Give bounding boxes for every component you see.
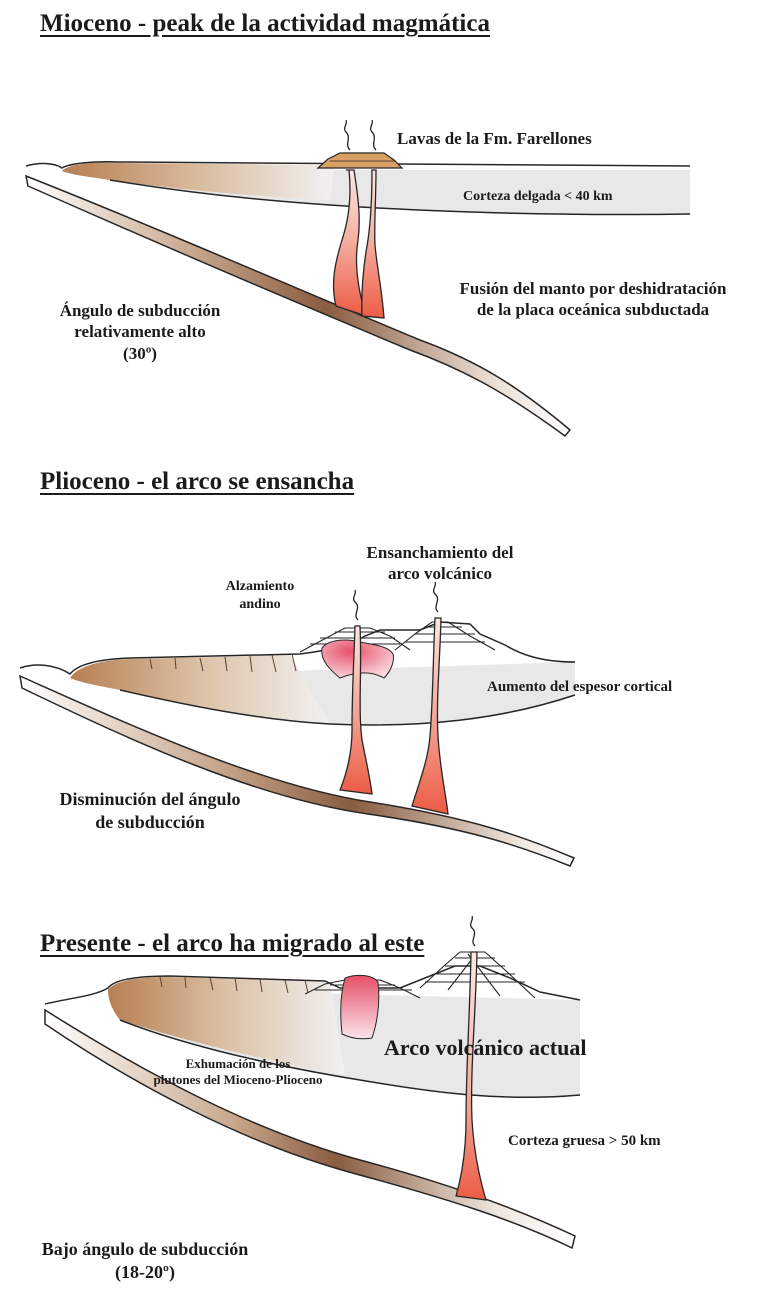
label-corteza-delgada: Corteza delgada < 40 km — [463, 188, 613, 206]
label-bajo-angulo: Bajo ángulo de subducción (18-20º) — [10, 1238, 280, 1283]
label-ensanchamiento-line-1: Ensanchamiento del — [330, 542, 550, 563]
crust-wedge — [62, 163, 335, 200]
smoke-wisp — [354, 590, 358, 620]
label-bajo-angulo-line-2: (18-20º) — [10, 1261, 280, 1284]
label-alzamiento-line-1: Alzamiento — [205, 578, 315, 596]
label-arco-actual: Arco volcánico actual — [384, 1034, 586, 1062]
exhumed-pluton — [341, 975, 379, 1038]
label-angulo-line-3: (30º) — [30, 343, 250, 364]
label-lavas: Lavas de la Fm. Farellones — [397, 128, 592, 149]
label-aumento-espesor: Aumento del espesor cortical — [487, 678, 672, 697]
volcano-east — [395, 622, 495, 650]
smoke-wisp — [371, 120, 376, 150]
panel-mioceno: Mioceno - peak de la actividad magmática — [0, 0, 778, 440]
label-alzamiento-line-2: andino — [205, 596, 315, 614]
label-disminucion-line-1: Disminución del ángulo — [20, 788, 280, 811]
label-ensanchamiento-line-2: arco volcánico — [330, 563, 550, 584]
lava-plateau — [318, 153, 402, 168]
label-fusion-line-2: de la placa oceánica subductada — [408, 299, 778, 320]
label-alzamiento: Alzamiento andino — [205, 578, 315, 613]
label-fusion-line-1: Fusión del manto por deshidratación — [408, 278, 778, 299]
section-diagram-mioceno — [0, 0, 778, 440]
smoke-wisp — [434, 582, 438, 612]
label-exhumacion-line-2: plutones del Mioceno-Plioceno — [98, 1072, 378, 1088]
label-exhumacion-line-1: Exhumación de los — [98, 1056, 378, 1072]
label-ensanchamiento: Ensanchamiento del arco volcánico — [330, 542, 550, 585]
crust-wedge — [70, 655, 330, 724]
label-corteza-gruesa: Corteza gruesa > 50 km — [508, 1132, 661, 1151]
label-angulo-alto: Ángulo de subducción relativamente alto … — [30, 300, 250, 364]
label-fusion: Fusión del manto por deshidratación de l… — [408, 278, 778, 321]
label-angulo-line-1: Ángulo de subducción — [30, 300, 250, 321]
label-disminucion-line-2: de subducción — [20, 811, 280, 834]
label-exhumacion: Exhumación de los plutones del Mioceno-P… — [98, 1056, 378, 1089]
panel-presente: Presente - el arco ha migrado al este — [0, 870, 778, 1296]
label-angulo-line-2: relativamente alto — [30, 321, 250, 342]
label-disminucion-angulo: Disminución del ángulo de subducción — [20, 788, 280, 833]
panel-plioceno: Plioceno - el arco se ensancha — [0, 440, 778, 870]
label-bajo-angulo-line-1: Bajo ángulo de subducción — [10, 1238, 280, 1261]
smoke-wisp — [345, 120, 350, 150]
smoke-wisp — [471, 916, 475, 946]
